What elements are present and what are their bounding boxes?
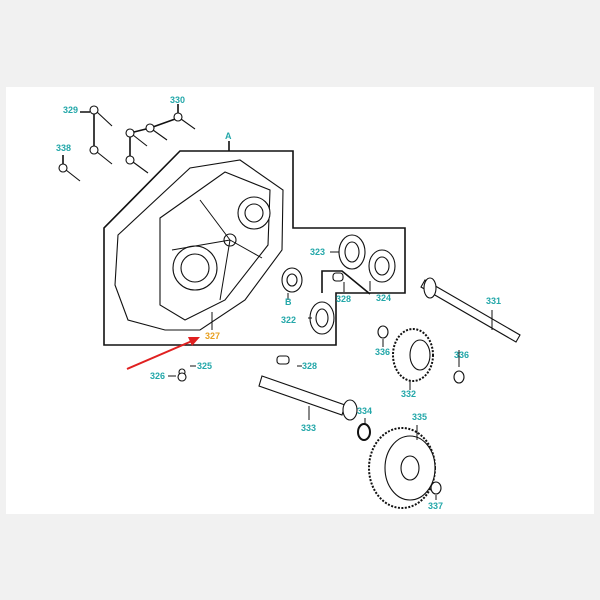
part-label-326[interactable]: 326 — [150, 371, 165, 381]
part-label-323[interactable]: 323 — [310, 247, 325, 257]
part-label-335[interactable]: 335 — [412, 412, 427, 422]
part-label-324[interactable]: 324 — [376, 293, 391, 303]
group-a-bracket — [103, 141, 406, 346]
part-label-334[interactable]: 334 — [357, 406, 372, 416]
part-label-329[interactable]: 329 — [63, 105, 78, 115]
part-label-330[interactable]: 330 — [170, 95, 185, 105]
part-label-322[interactable]: 322 — [281, 315, 296, 325]
bolts — [58, 104, 196, 182]
part-label-331[interactable]: 331 — [486, 296, 501, 306]
group-label-b: B — [285, 297, 292, 307]
transmission-cover — [114, 159, 284, 331]
shafts-gears — [177, 277, 521, 509]
part-label-338[interactable]: 338 — [56, 143, 71, 153]
part-label-328-lower[interactable]: 328 — [302, 361, 317, 371]
part-label-336-left[interactable]: 336 — [375, 347, 390, 357]
part-label-336-right[interactable]: 336 — [454, 350, 469, 360]
highlight-arrow — [126, 337, 200, 370]
part-label-328-upper[interactable]: 328 — [336, 294, 351, 304]
group-b-bracket — [321, 270, 371, 295]
leader-lines — [168, 251, 493, 500]
part-label-337[interactable]: 337 — [428, 501, 443, 511]
part-label-327[interactable]: 327 — [205, 331, 220, 341]
group-label-a: A — [225, 131, 232, 141]
part-label-325[interactable]: 325 — [197, 361, 212, 371]
bearings — [276, 234, 396, 365]
part-label-333[interactable]: 333 — [301, 423, 316, 433]
part-label-332[interactable]: 332 — [401, 389, 416, 399]
